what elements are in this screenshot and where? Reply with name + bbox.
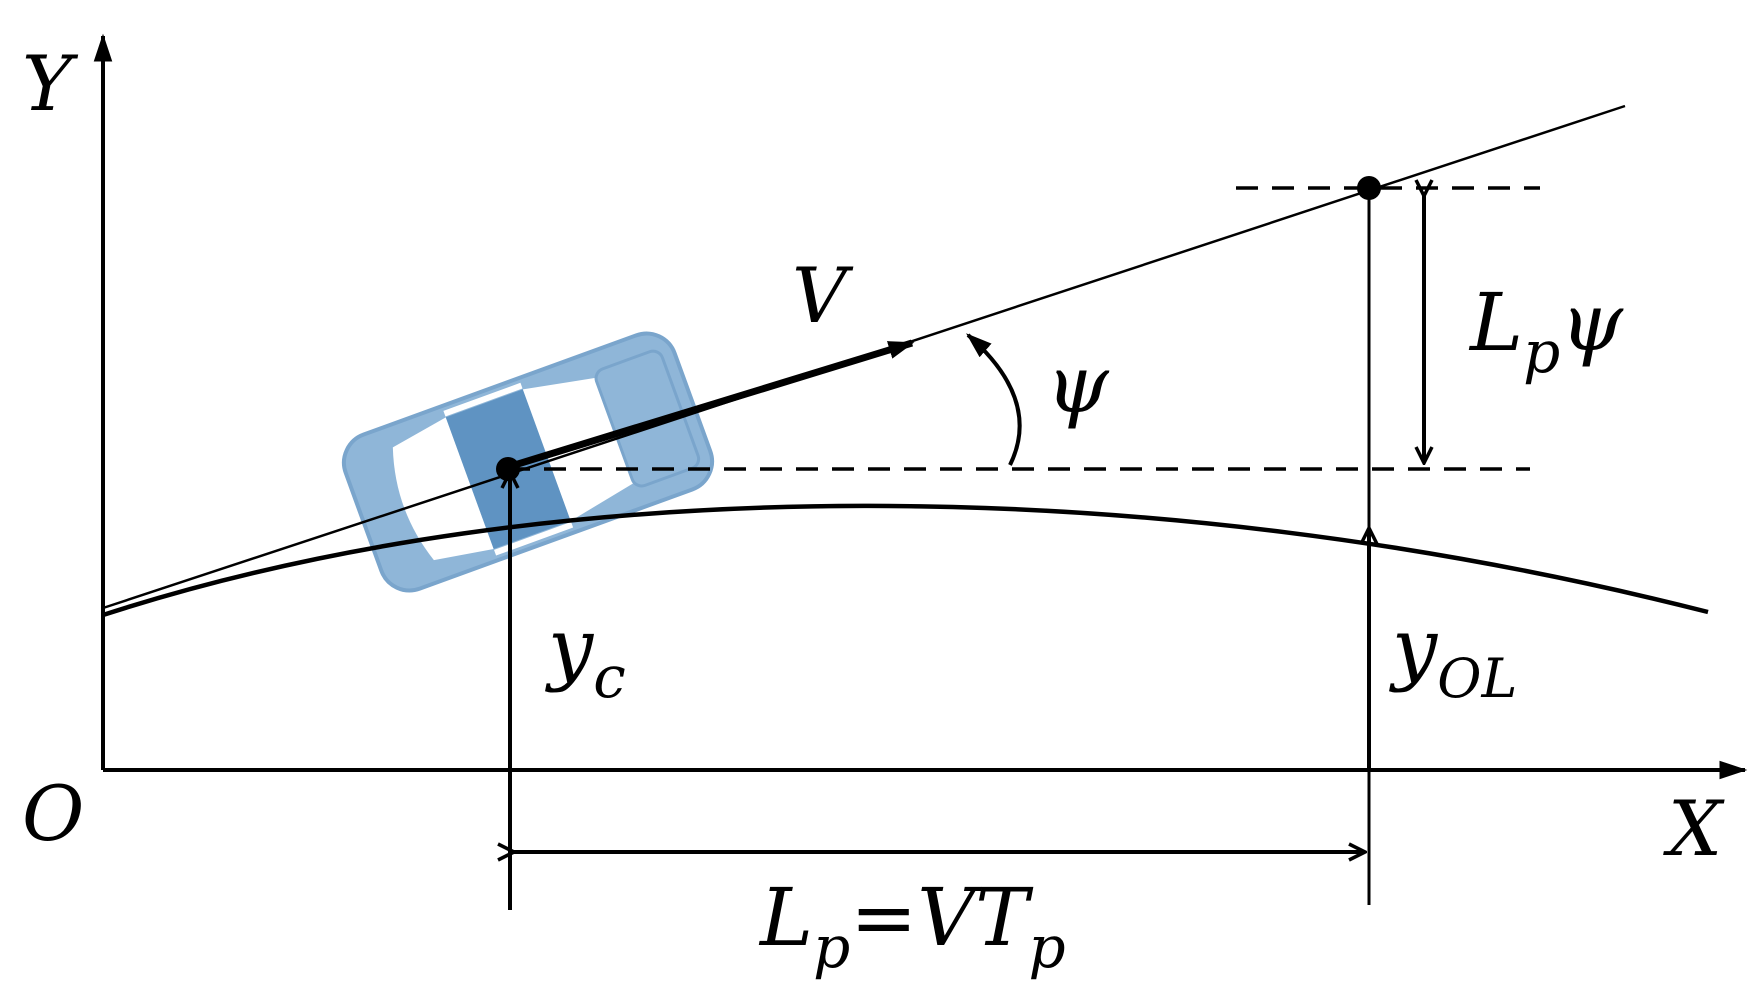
- preview-distance-label: Lp=VTp: [758, 871, 1066, 981]
- preview-point: [1357, 176, 1381, 200]
- velocity-label: V: [792, 251, 854, 340]
- lateral-offset-label: Lpψ: [1468, 276, 1624, 386]
- yol-label: yOL: [1389, 601, 1517, 710]
- heading-angle-label: ψ: [1046, 338, 1110, 431]
- velocity-vector: [506, 339, 915, 471]
- origin-label: O: [22, 769, 84, 858]
- y-axis-label: Y: [22, 39, 79, 128]
- vehicle-center-point: [496, 457, 520, 481]
- road-centerline-curve: [102, 503, 1709, 618]
- heading-angle-arc: [966, 333, 1022, 466]
- yc-label: yc: [545, 601, 626, 711]
- x-axis-label: X: [1663, 784, 1725, 873]
